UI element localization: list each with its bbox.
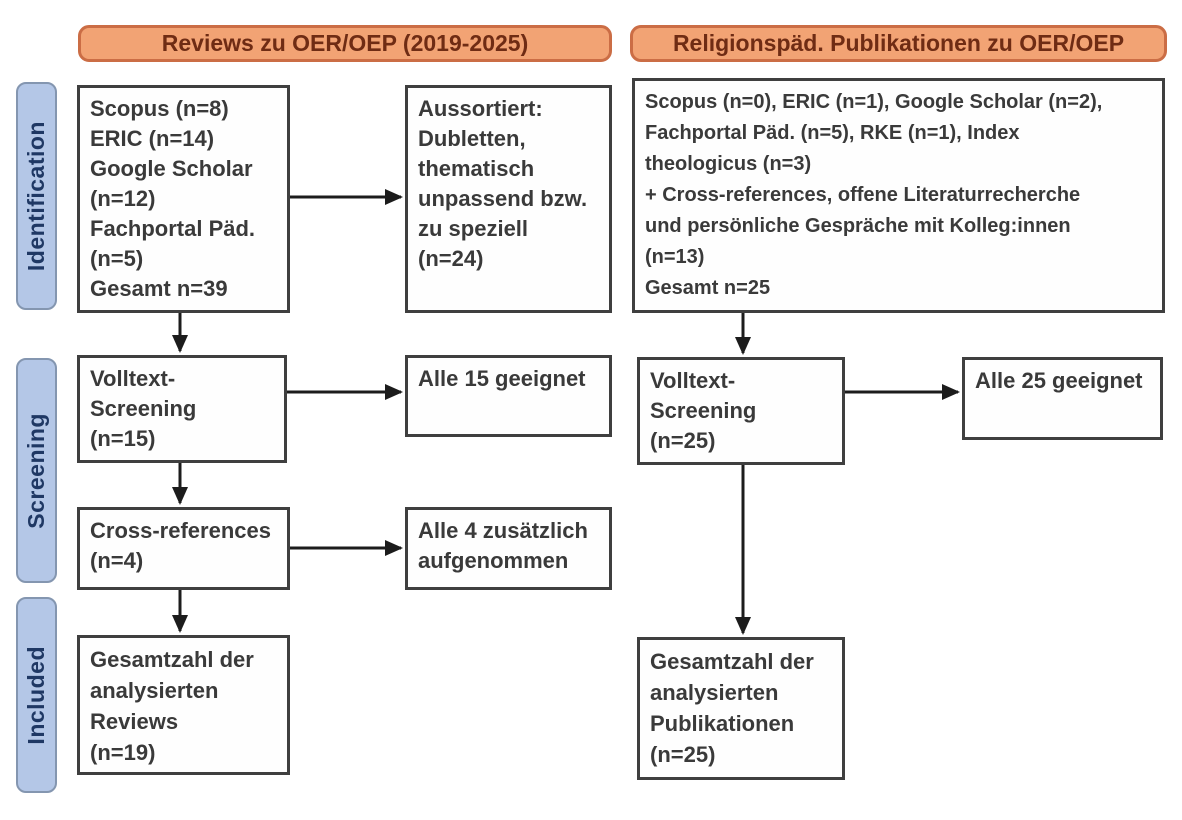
box-left-excluded: Aussortiert: Dubletten, thematisch unpas…: [405, 85, 612, 313]
box-left-crossreferences: Cross-references (n=4): [77, 507, 290, 590]
box-right-screening-result: Alle 25 geeignet: [962, 357, 1163, 440]
stage-label-identification: Identification: [16, 82, 57, 310]
box-left-crossref-result: Alle 4 zusätzlich aufgenommen: [405, 507, 612, 590]
box-left-screening-result: Alle 15 geeignet: [405, 355, 612, 437]
box-left-fulltext-screening: Volltext- Screening (n=15): [77, 355, 287, 463]
stage-label-identification-text: Identification: [23, 120, 49, 272]
box-right-sources: Scopus (n=0), ERIC (n=1), Google Scholar…: [632, 78, 1165, 313]
stage-label-screening-text: Screening: [23, 412, 49, 529]
box-left-sources: Scopus (n=8) ERIC (n=14) Google Scholar …: [77, 85, 290, 313]
box-left-total-included: Gesamtzahl der analysierten Reviews (n=1…: [77, 635, 290, 775]
header-religionspaed-column: Religionspäd. Publikationen zu OER/OEP: [630, 25, 1167, 62]
box-right-total-included: Gesamtzahl der analysierten Publikatione…: [637, 637, 845, 780]
stage-label-included: Included: [16, 597, 57, 793]
box-right-fulltext-screening: Volltext- Screening (n=25): [637, 357, 845, 465]
stage-label-included-text: Included: [23, 645, 49, 745]
header-reviews-column: Reviews zu OER/OEP (2019-2025): [78, 25, 612, 62]
stage-label-screening: Screening: [16, 358, 57, 583]
